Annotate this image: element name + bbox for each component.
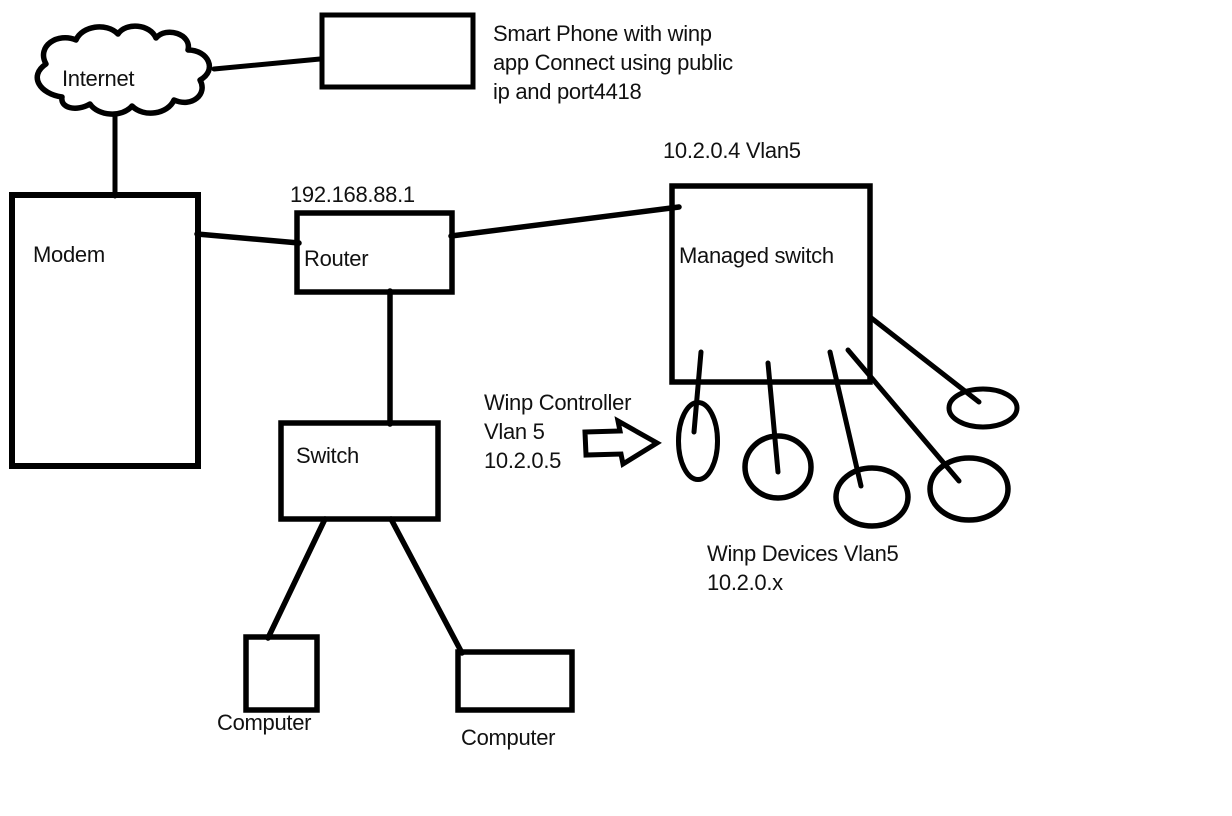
smartphone-note-line-2: app Connect using public <box>493 50 733 75</box>
winp-controller-note-line-3: 10.2.0.5 <box>484 448 561 473</box>
managed-switch-box <box>669 183 873 385</box>
managed-switch-ip-label: 10.2.0.4 Vlan5 <box>663 138 801 163</box>
smartphone-note: Smart Phone with winp app Connect using … <box>493 21 733 104</box>
modem-label: Modem <box>33 242 105 267</box>
internet-label: Internet <box>62 66 134 91</box>
winp-devices-note-line-2: 10.2.0.x <box>707 570 783 595</box>
link-switch-computer-right <box>388 516 465 656</box>
winp-controller-note-line-2: Vlan 5 <box>484 419 545 444</box>
link-managed-switch-device-4 <box>845 347 962 484</box>
winp-device-ellipse-2 <box>742 433 814 501</box>
link-managed-switch-device-2 <box>765 360 781 475</box>
switch-label: Switch <box>296 443 359 468</box>
winp-devices-note: Winp Devices Vlan5 10.2.0.x <box>707 541 899 595</box>
computer-left-box <box>243 634 320 713</box>
internet-cloud <box>34 23 213 117</box>
link-managed-switch-device-1 <box>691 349 704 435</box>
modem-box <box>9 192 201 469</box>
winp-controller-note: Winp Controller Vlan 5 10.2.0.5 <box>484 390 631 473</box>
smartphone-note-line-3: ip and port4418 <box>493 79 641 104</box>
link-managed-switch-device-5 <box>867 314 982 405</box>
smartphone-note-line-1: Smart Phone with winp <box>493 21 712 46</box>
winp-device-ellipse-1 <box>676 400 720 482</box>
smartphone-box <box>319 12 476 90</box>
switch-box <box>278 420 441 522</box>
link-internet-smartphone <box>211 56 323 72</box>
winp-device-ellipse-5 <box>946 386 1020 430</box>
computer-right-label: Computer <box>461 725 555 750</box>
link-modem-router <box>194 231 302 246</box>
link-switch-computer-left <box>265 516 328 641</box>
computer-left-label: Computer <box>217 710 311 735</box>
managed-switch-label: Managed switch <box>679 243 834 268</box>
winp-device-ellipse-3 <box>833 465 911 529</box>
winp-device-ellipse-4 <box>927 455 1011 523</box>
router-label: Router <box>304 246 368 271</box>
winp-controller-note-line-1: Winp Controller <box>484 390 631 415</box>
winp-devices-note-line-1: Winp Devices Vlan5 <box>707 541 899 566</box>
router-box <box>294 210 455 295</box>
computer-right-box <box>455 649 575 713</box>
link-managed-switch-device-3 <box>827 349 864 489</box>
router-ip-label: 192.168.88.1 <box>290 182 415 207</box>
block-arrow-right-icon <box>582 416 662 469</box>
link-router-managed-switch <box>448 204 682 239</box>
